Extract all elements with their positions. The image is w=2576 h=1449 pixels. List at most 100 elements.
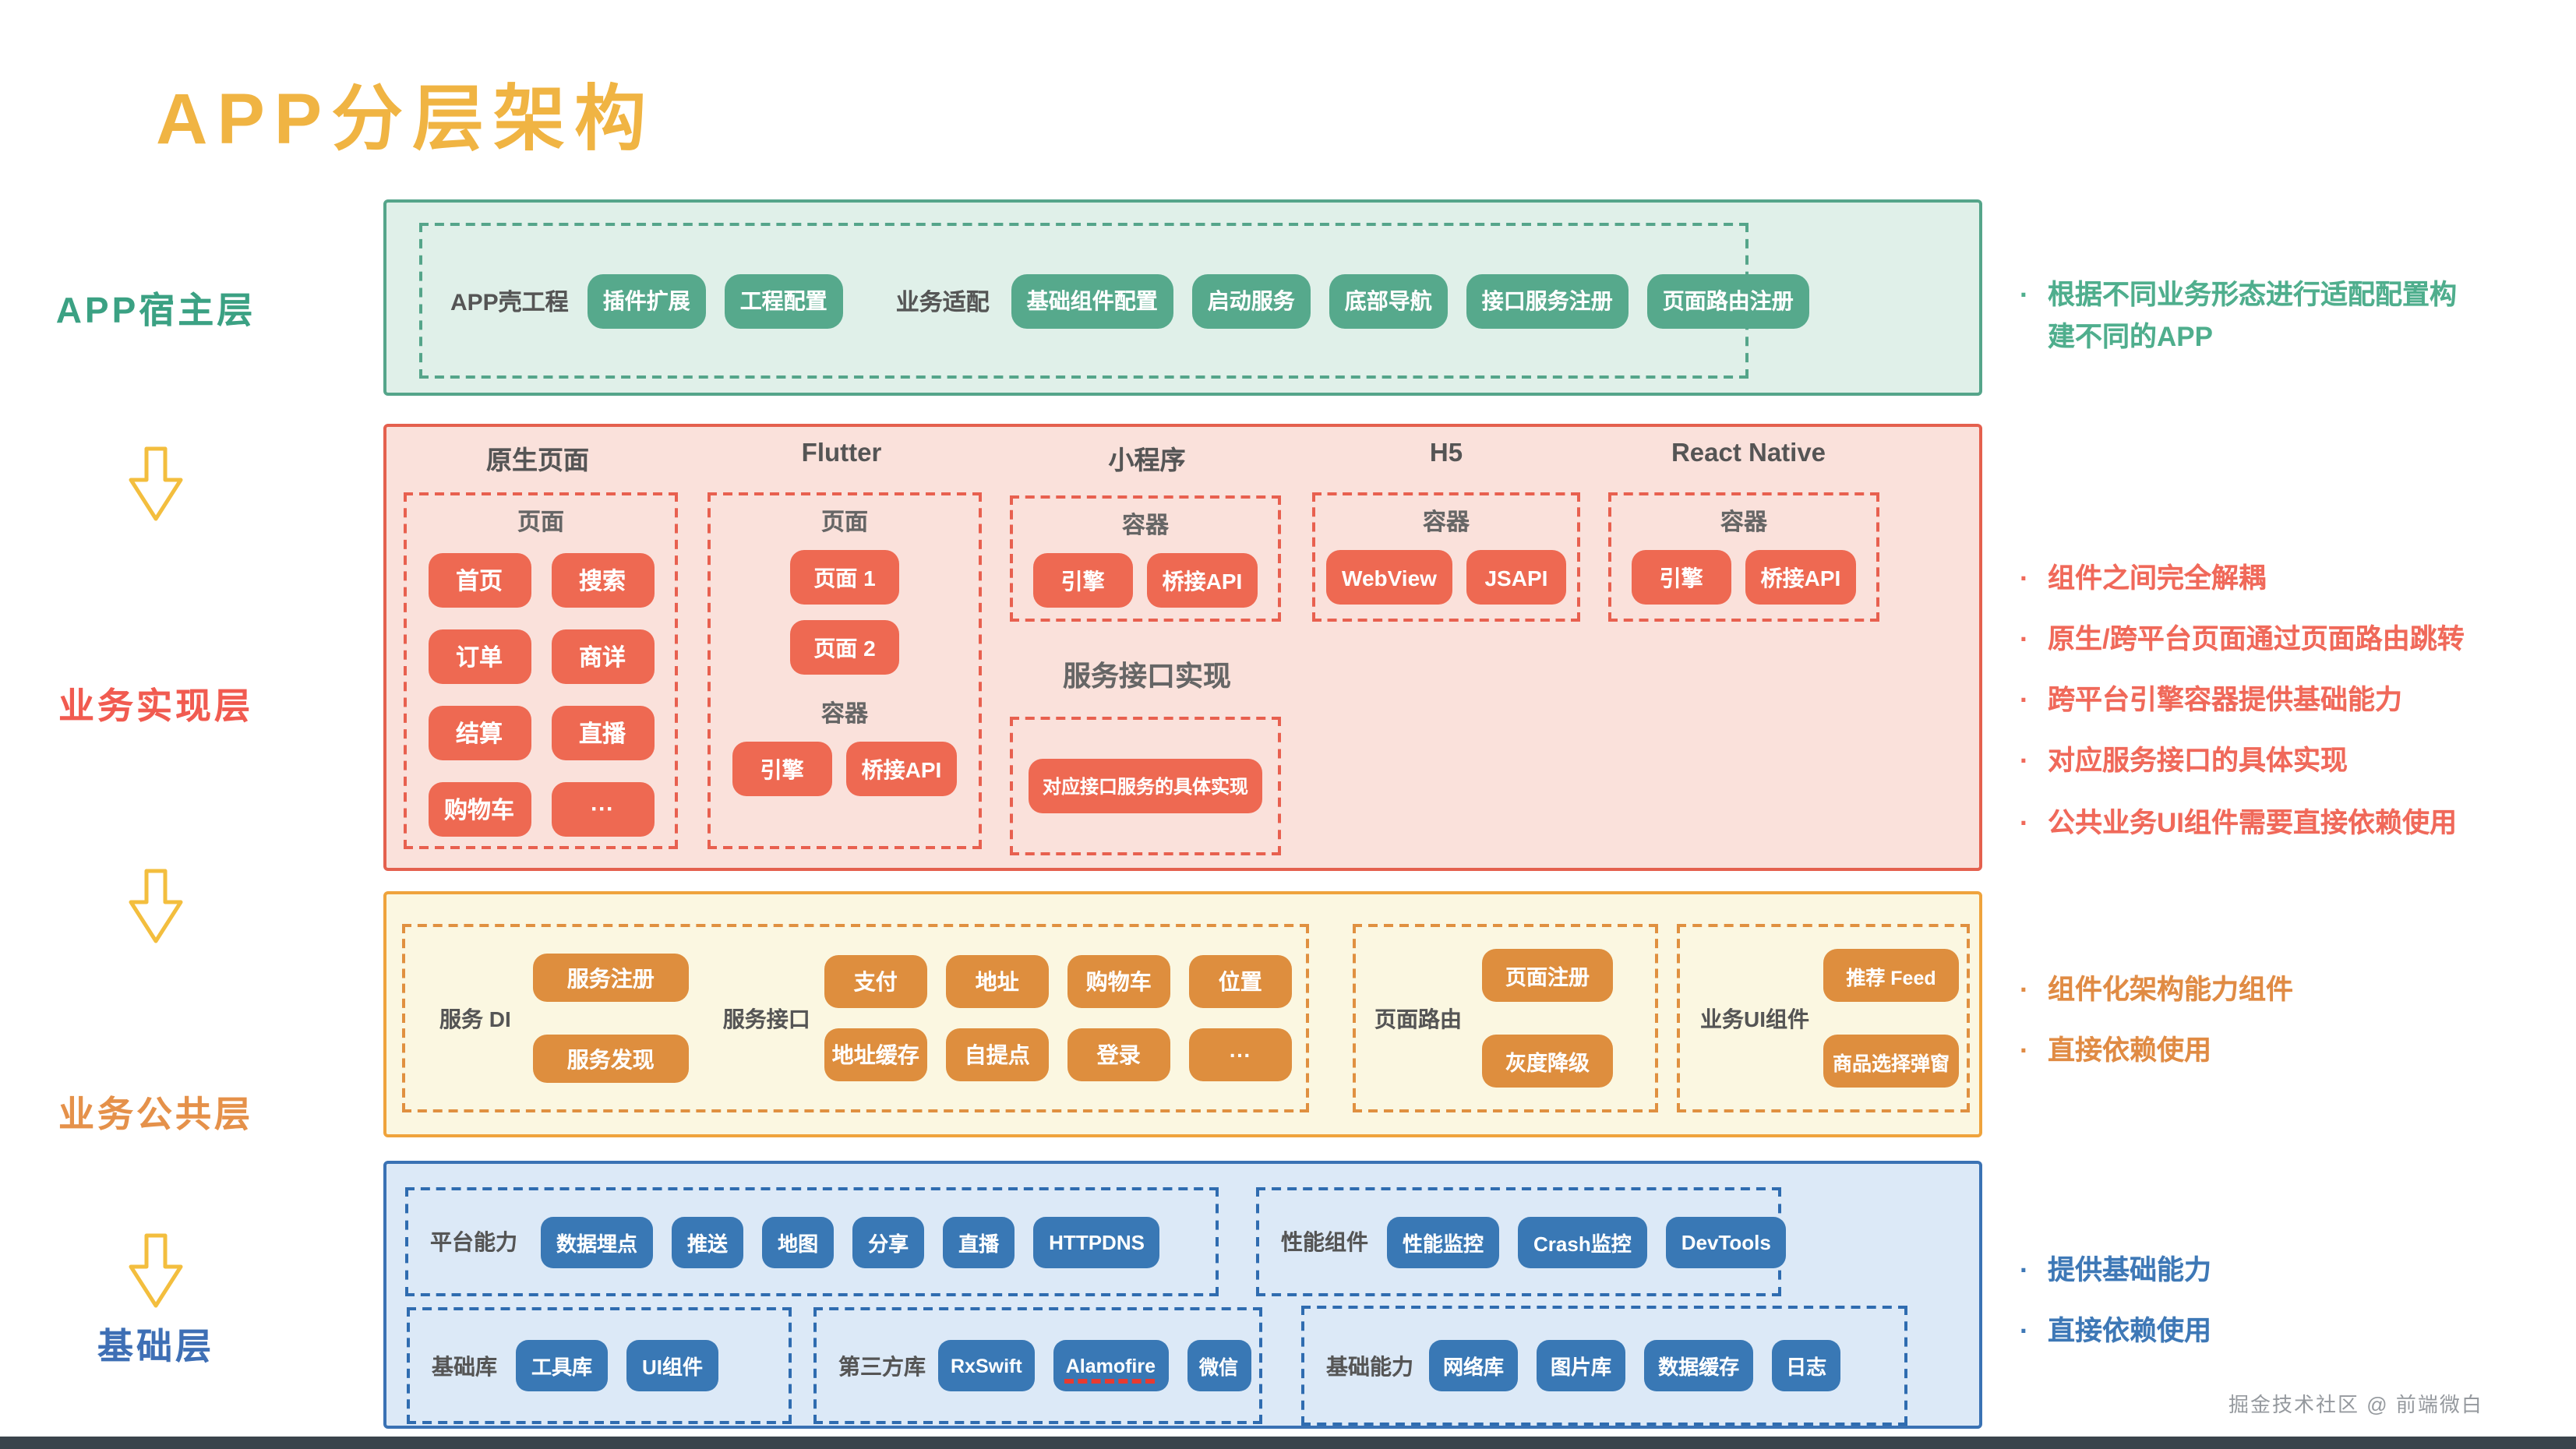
- chip: 商详: [551, 629, 654, 684]
- chip: 自提点: [945, 1028, 1049, 1081]
- chip: HTTPDNS: [1033, 1216, 1160, 1267]
- chip: ···: [1188, 1028, 1292, 1081]
- chip: 结算: [428, 706, 531, 760]
- bullet: ·: [2020, 806, 2029, 837]
- chip: 引擎: [732, 742, 832, 796]
- chip: 服务注册: [532, 954, 689, 1002]
- column-header-flutter: Flutter: [801, 439, 882, 467]
- note-text: 公共业务UI组件需要直接依赖使用: [2048, 806, 2457, 837]
- flutter-container-chips: 引擎桥接API: [711, 742, 979, 796]
- chip: 位置: [1188, 955, 1292, 1008]
- service-di-and-api-box: 服务 DI 服务注册服务发现 服务接口 支付地址购物车位置地址缓存自提点登录··…: [402, 924, 1309, 1112]
- page-router-box: 页面路由 页面注册灰度降级: [1353, 924, 1658, 1112]
- down-arrow-icon: [129, 446, 183, 521]
- note-text: 提供基础能力: [2048, 1254, 2211, 1285]
- chip: 地址缓存: [824, 1028, 927, 1081]
- chip: 工程配置: [724, 273, 843, 328]
- rn-container-box: 容器 引擎桥接API: [1608, 492, 1879, 622]
- performance-label: 性能组件: [1281, 1229, 1368, 1254]
- chip: Alamofire: [1053, 1340, 1168, 1391]
- host-dashed-box: APP壳工程 插件扩展工程配置 业务适配 基础组件配置启动服务底部导航接口服务注…: [419, 223, 1809, 379]
- rail-label-host-layer: APP宿主层: [55, 290, 256, 330]
- down-arrow-icon: [129, 1233, 183, 1308]
- column-header-h5: H5: [1429, 439, 1463, 467]
- note-text: 原生/跨平台页面通过页面路由跳转: [2048, 623, 2465, 655]
- chip: 首页: [428, 553, 531, 608]
- note-line: ·提供基础能力: [2020, 1250, 2211, 1292]
- chip: 页面注册: [1482, 949, 1613, 1002]
- business-layer-panel: 原生页面 Flutter 小程序 H5 React Native 页面 首页搜索…: [383, 424, 1982, 871]
- miniprogram-container-chips: 引擎桥接API: [1013, 553, 1278, 608]
- flutter-container-title: 容器: [820, 701, 868, 728]
- business-layer-notes: ·组件之间完全解耦 · 原生/跨平台页面通过页面路由跳转 · 跨平台引擎容器提供基础能力…: [2020, 558, 2465, 862]
- chip: 购物车: [1067, 955, 1170, 1008]
- note-line: ·根据不同业务形态进行适配配置构建不同的APP: [2020, 274, 2462, 359]
- chip: 启动服务: [1191, 273, 1311, 328]
- service-impl-heading: 服务接口实现: [1063, 661, 1231, 692]
- chip: 地图: [762, 1216, 835, 1267]
- third-party-label: 第三方库: [838, 1353, 926, 1378]
- native-pages-box: 页面 首页搜索订单商详结算直播购物车···: [404, 492, 678, 849]
- service-api-chips: 支付地址购物车位置地址缓存自提点登录···: [824, 955, 1292, 1081]
- chip: 服务发现: [532, 1035, 689, 1083]
- chip: 性能监控: [1387, 1216, 1500, 1267]
- note-text: 跨平台引擎容器提供基础能力: [2048, 684, 2402, 716]
- chip: 插件扩展: [587, 273, 706, 328]
- bullet: ·: [2020, 1315, 2029, 1347]
- bottom-bar: [0, 1437, 2576, 1449]
- service-api-label: 服务接口: [722, 1006, 810, 1031]
- chip: 推送: [672, 1216, 744, 1267]
- chip: 引擎: [1631, 550, 1731, 605]
- platform-ability-label: 平台能力: [430, 1229, 517, 1254]
- page-router-chips: 页面注册灰度降级: [1482, 949, 1613, 1088]
- note-text: 根据不同业务形态进行适配配置构建不同的APP: [2048, 279, 2457, 353]
- bullet: ·: [2020, 623, 2029, 655]
- chip: 搜索: [551, 553, 654, 608]
- base-ability-box: 基础能力 网络库图片库数据缓存日志: [1301, 1306, 1907, 1426]
- page-router-label: 页面路由: [1374, 1006, 1462, 1031]
- chip: 页面路由注册: [1646, 273, 1809, 328]
- host-layer-notes: ·根据不同业务形态进行适配配置构建不同的APP: [2020, 274, 2462, 378]
- bullet: ·: [2020, 745, 2029, 777]
- service-di-label: 服务 DI: [439, 1006, 511, 1031]
- note-line: ·直接依赖使用: [2020, 1310, 2211, 1352]
- chip: WebView: [1326, 550, 1452, 605]
- note-line: ·组件之间完全解耦: [2020, 558, 2465, 600]
- note-line: · 原生/跨平台页面通过页面路由跳转: [2020, 619, 2465, 661]
- layer-rail: APP宿主层 业务实现层 业务公共层 基础层: [0, 0, 312, 1449]
- page-title: APP分层架构: [156, 78, 656, 159]
- note-line: ·组件化架构能力组件: [2020, 969, 2293, 1011]
- chip: 底部导航: [1329, 273, 1448, 328]
- column-header-native: 原生页面: [486, 447, 589, 475]
- chip: 订单: [428, 629, 531, 684]
- chip: 推荐 Feed: [1823, 949, 1960, 1002]
- common-layer-panel: 服务 DI 服务注册服务发现 服务接口 支付地址购物车位置地址缓存自提点登录··…: [383, 891, 1982, 1137]
- rail-label-base-layer: 基础层: [97, 1326, 214, 1366]
- chip: RxSwift: [938, 1340, 1035, 1391]
- chip: Crash监控: [1518, 1216, 1647, 1267]
- rn-container-title: 容器: [1720, 509, 1767, 536]
- chip: 接口服务注册: [1466, 273, 1629, 328]
- chip: 地址: [945, 955, 1049, 1008]
- common-layer-notes: ·组件化架构能力组件 ·直接依赖使用: [2020, 969, 2293, 1091]
- rail-label-business-impl-layer: 业务实现层: [58, 686, 253, 726]
- host-layer-panel: APP壳工程 插件扩展工程配置 业务适配 基础组件配置启动服务底部导航接口服务注…: [383, 199, 1982, 396]
- business-adapt-label: 业务适配: [895, 289, 990, 316]
- chip: 分享: [852, 1216, 925, 1267]
- note-line: ·直接依赖使用: [2020, 1030, 2293, 1072]
- bullet: ·: [2020, 684, 2029, 716]
- service-di-chips: 服务注册服务发现: [532, 954, 689, 1083]
- service-impl-chip: 对应接口服务的具体实现: [1029, 759, 1262, 813]
